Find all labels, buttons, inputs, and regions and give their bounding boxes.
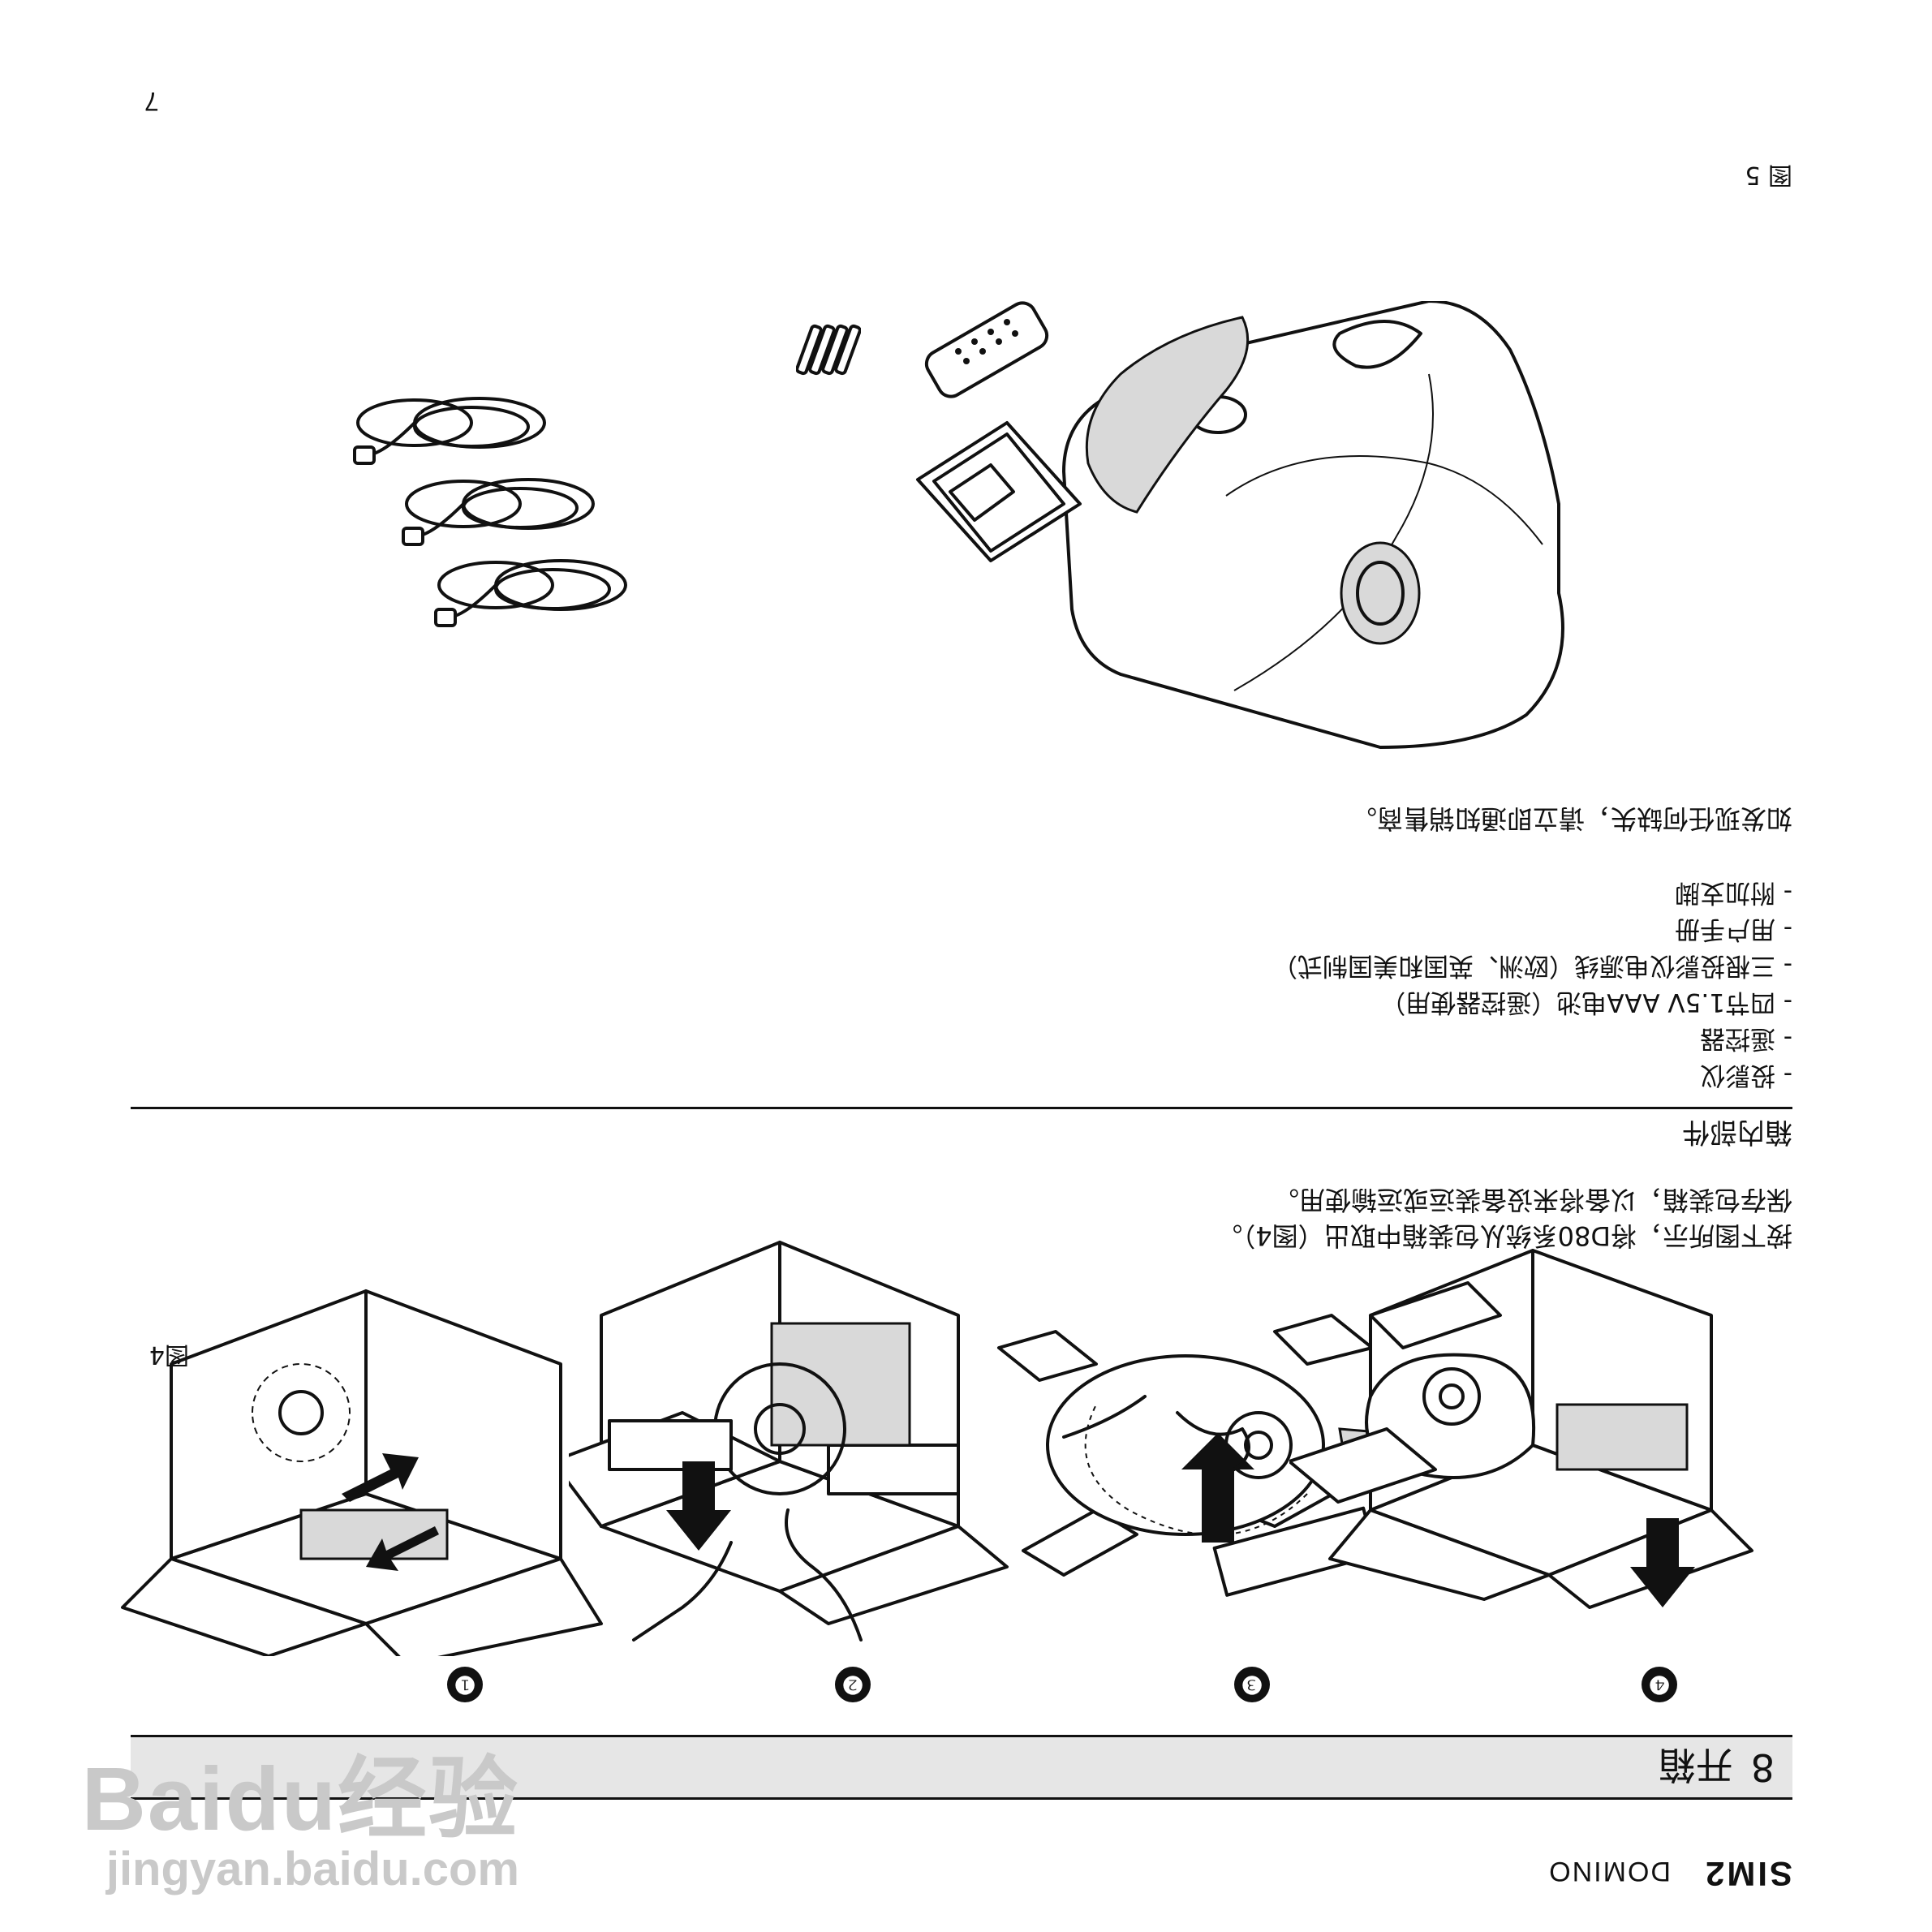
power-cord-illustration (402, 478, 595, 546)
vent-grille (1085, 316, 1250, 514)
step-2-number: ❷ (835, 1667, 871, 1702)
arrow-icon (1630, 1518, 1695, 1607)
step-1-number: ❶ (447, 1667, 483, 1702)
list-item: - 用户手册 (1674, 914, 1792, 944)
page-number: 7 (144, 87, 159, 116)
figure-4-label: 图4 (148, 1340, 189, 1369)
brand-header: SIM2 DOMINO (1547, 1855, 1792, 1893)
watermark-brand: Baidu经验 (81, 1749, 519, 1849)
power-cord-illustration (434, 559, 627, 627)
product-name: DOMINO (1547, 1856, 1671, 1887)
user-manual-illustration (916, 421, 1082, 562)
lens-icon (1340, 541, 1421, 645)
list-item: - 四节1.5V AAA电池（遥控器使用） (1380, 988, 1792, 1017)
list-item: - 附加支脚 (1674, 878, 1792, 907)
list-item: - 遥控器 (1699, 1024, 1792, 1053)
intro-line-2: 保存包装箱，以备将来设备装运或运输使用。 (1272, 1185, 1792, 1216)
contents-heading: 箱内部件 (1682, 1116, 1792, 1148)
step-3-number: ❸ (1234, 1667, 1270, 1702)
baidu-watermark: Baidu经验 jingyan.baidu.com (81, 1749, 519, 1895)
arrow-icon (666, 1461, 731, 1551)
batteries-illustration (796, 324, 861, 376)
divider-line (131, 1107, 1792, 1109)
brand-logo-sim2: SIM2 (1702, 1855, 1792, 1893)
step-2-illustration (569, 1241, 1009, 1642)
missing-items-note: 如发现任何缺失，请立即通知销售商。 (1350, 803, 1792, 834)
intro-line-1: 按下图所示，将D80系统从包装箱中取出（图4）。 (1216, 1220, 1792, 1251)
list-item: - 三根投影仪电源线（欧洲、英国和美国制式） (1272, 951, 1792, 980)
projector-illustration (1062, 301, 1564, 749)
intro-text: 按下图所示，将D80系统从包装箱中取出（图4）。 保存包装箱，以备将来设备装运或… (981, 1182, 1792, 1254)
step-4-illustration (1289, 1249, 1753, 1609)
step-1-illustration (121, 1289, 603, 1656)
power-cord-illustration (353, 397, 546, 465)
section-title: 开箱 (1658, 1743, 1733, 1787)
watermark-url: jingyan.baidu.com (105, 1843, 519, 1895)
section-number: 8 (1750, 1745, 1775, 1789)
step-4-number: ❹ (1642, 1667, 1677, 1702)
figure-5-label: 图 5 (1745, 161, 1792, 189)
remote-control-illustration (924, 301, 1049, 398)
carry-handle (1332, 320, 1422, 369)
contents-list: - 投影仪 - 遥控器 - 四节1.5V AAA电池（遥控器使用） - 三根投影… (981, 874, 1792, 1093)
list-item: - 投影仪 (1699, 1061, 1792, 1090)
arrow-icon (366, 1526, 439, 1571)
arrow-icon (1181, 1433, 1254, 1543)
